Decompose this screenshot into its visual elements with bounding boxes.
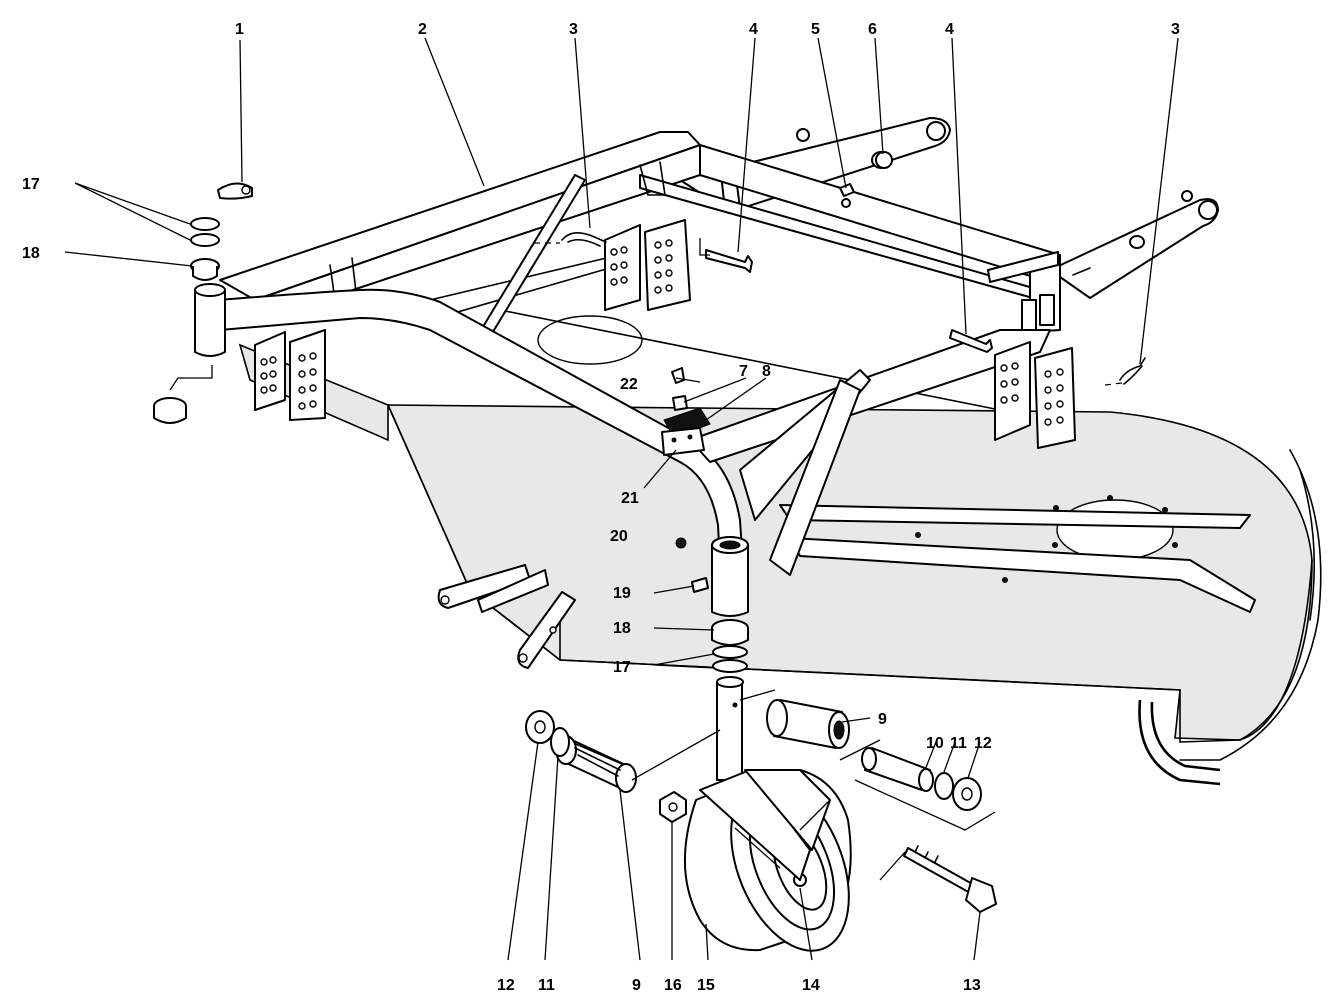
callout-3-right: 3: [1171, 21, 1180, 38]
clevis-pin-4-left: [705, 249, 753, 273]
hairpin-3-right: [1119, 357, 1146, 381]
caster-spindle: [716, 681, 743, 781]
washer-11-left: [550, 727, 570, 757]
callout-12-left: 12: [497, 977, 515, 994]
bolt-7: [672, 395, 688, 411]
callout-16: 16: [664, 977, 682, 994]
washer-17-right-b: [712, 659, 748, 673]
hanger-brackets: [254, 219, 1076, 449]
callout-13: 13: [963, 977, 981, 994]
bushing-6: [875, 151, 893, 169]
caster-wheel-assembly: [525, 676, 997, 952]
bracket-21: [661, 427, 705, 456]
main-frame: [219, 131, 1061, 411]
callout-1: 1: [235, 21, 244, 38]
nut-20: [675, 537, 687, 549]
callout-18-right: 18: [613, 620, 631, 637]
washer-17-left-a: [190, 233, 220, 247]
washer-17-left-b: [190, 217, 220, 231]
nut-5: [839, 183, 855, 197]
callout-17-right: 17: [613, 659, 631, 676]
grease-fitting-19: [691, 577, 709, 593]
hitch-pins: [534, 151, 1146, 386]
callout-11-right: 11: [950, 735, 967, 752]
washer-17-right-a: [712, 645, 748, 659]
callout-6: 6: [868, 21, 877, 38]
left-caster-pivot-assembly: [153, 182, 253, 424]
callout-9-right: 9: [878, 711, 887, 728]
callout-2: 2: [418, 21, 427, 38]
clevis-pin-4-right: [949, 329, 993, 353]
callout-9-left: 9: [632, 977, 641, 994]
callout-14: 14: [802, 977, 820, 994]
callout-7: 7: [739, 363, 748, 380]
bearing-9-right: [766, 699, 850, 749]
callout-labels: 1 2 3 4 5 6 4 3 17 18 22 7 8 21 20 19 18…: [22, 21, 1180, 994]
screw-22: [671, 367, 685, 384]
spacer-10: [861, 747, 934, 792]
pivot-tube: [711, 544, 749, 617]
assembly-guide-lines: [631, 689, 996, 881]
axle-bolt-13: [903, 845, 997, 913]
callout-3-left: 3: [569, 21, 578, 38]
callout-15: 15: [697, 977, 715, 994]
callout-12-right: 12: [974, 735, 992, 752]
callout-19: 19: [613, 585, 631, 602]
callout-4-left: 4: [749, 21, 758, 38]
lift-arm-lower: [1049, 190, 1219, 299]
callout-21: 21: [621, 490, 639, 507]
callout-18-left: 18: [22, 245, 40, 262]
callout-17-left: 17: [22, 176, 40, 193]
center-hardware: [661, 367, 711, 456]
callout-11-left: 11: [538, 977, 555, 994]
callout-10: 10: [926, 735, 944, 752]
caster-fork: [699, 769, 811, 881]
right-caster-pivot-assembly: [675, 536, 749, 673]
caster-frame-arm: [217, 288, 1051, 603]
callout-8: 8: [762, 363, 771, 380]
front-deck-links: [437, 564, 576, 669]
hairpin-3-left: [561, 232, 607, 243]
callout-20: 20: [610, 528, 628, 545]
callout-5: 5: [811, 21, 820, 38]
callout-4-right: 4: [945, 21, 954, 38]
leader-lines: [64, 37, 1179, 961]
callout-22: 22: [620, 376, 638, 393]
washer-11-right: [934, 772, 954, 800]
